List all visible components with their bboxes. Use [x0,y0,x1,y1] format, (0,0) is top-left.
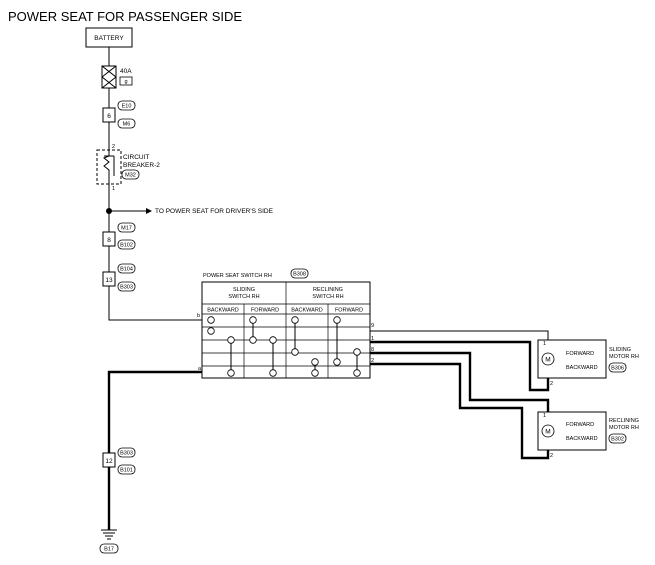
col-reclining-backward: BACKWARD [291,308,323,314]
breaker-label-1: CIRCUIT [123,154,149,161]
pin-6-label: 6 [107,113,111,120]
sliding-motor-forward: FORWARD [566,351,594,357]
sliding-motor-backward: BACKWARD [566,365,598,371]
connector-b102-label: B102 [120,243,133,249]
switch-pin-b: b [197,313,200,319]
breaker-pin-2: 2 [112,144,115,150]
col-sliding-backward: BACKWARD [207,308,239,314]
connector-b308 [290,268,309,279]
reclining-motor-backward: BACKWARD [566,436,598,442]
col-reclining-forward: FORWARD [335,308,363,314]
connector-b303-label: B303 [120,285,133,291]
reclining-motor-pin-2: 2 [550,453,553,459]
connector-b302-label: B302 [611,437,624,443]
reclining-motor-m: M [545,429,550,436]
reclining-switch-label-2: SWITCH RH [312,294,343,300]
reclining-motor-pin-1: 1 [543,413,546,419]
breaker-pin-1: 1 [112,186,115,192]
sliding-motor-label-2: MOTOR RH [609,354,639,360]
ground-icon [101,529,117,540]
connector-m32-label: M32 [125,173,136,179]
sliding-motor-symbol [541,352,555,366]
sliding-motor-label-1: SLIDING [609,347,631,353]
switch-contacts [207,316,361,377]
sliding-motor-pin-1: 1 [543,341,546,347]
connector-b302 [608,433,627,444]
reclining-switch-label-1: RECLINING [313,287,343,293]
connector-e10 [117,100,136,111]
sliding-motor-pin-2: 2 [550,381,553,387]
connector-b102 [117,239,136,250]
switch-pin-9: 9 [371,323,374,329]
reclining-motor-label-2: MOTOR RH [609,425,639,431]
switch-pin-2: 2 [371,358,374,364]
switch-pin-a: a [198,366,202,372]
connector-b104-label: B104 [120,267,133,273]
connector-m32 [121,169,140,180]
reclining-motor-symbol [541,424,555,438]
col-sliding-forward: FORWARD [251,308,279,314]
wire-sw8-recline-motor [370,351,550,418]
reclining-motor-box [537,411,607,451]
connector-m6-label: M6 [123,122,131,128]
connector-b308-label: B308 [293,272,306,278]
connector-b303-lower-label: B303 [120,451,133,457]
connector-b306 [608,362,627,373]
connector-b101 [117,464,136,475]
breaker-label-2: BREAKER-2 [123,162,160,169]
connector-b17-label: B17 [104,547,114,553]
connector-m17 [117,222,136,233]
switch-table [201,281,371,379]
sliding-switch-label-1: SLIDING [233,287,255,293]
connector-b306-label: B306 [611,366,624,372]
connector-e10-label: E10 [122,104,132,110]
pin-13-label: 13 [105,277,113,284]
fuse-id: g [124,79,127,85]
connector-m6 [117,118,136,129]
battery-label: BATTERY [94,35,124,42]
reclining-motor-label-1: RECLINING [609,418,639,424]
wire-switch-a-ground [107,370,202,453]
wire-sw2-recline-motor [370,362,550,460]
connector-b104 [117,263,136,274]
wire-13-switch-b [108,286,202,321]
pin-8-label: 8 [107,237,111,244]
fuse-id-box [119,76,133,86]
page-title: POWER SEAT FOR PASSENGER SIDE [8,9,242,24]
switch-label: POWER SEAT SWITCH RH [203,273,272,279]
wire-sw9-slide-motor [370,330,549,347]
branch-label: TO POWER SEAT FOR DRIVER'S SIDE [155,208,274,215]
fuse-rating: 40A [120,68,132,75]
reclining-motor-forward: FORWARD [566,422,594,428]
sliding-motor-m: M [545,357,550,364]
pin-12-label: 12 [105,458,113,465]
connector-b101-label: B101 [120,468,133,474]
fuse-symbol [101,65,117,89]
connector-b303-lower [117,447,136,458]
sliding-switch-label-2: SWITCH RH [228,294,259,300]
wire-sw1-slide-motor [370,340,550,392]
switch-pin-1: 1 [371,336,374,342]
connector-m17-label: M17 [121,226,132,232]
switch-pin-8: 8 [371,347,374,353]
connector-b17 [99,543,119,554]
circuit-breaker-symbol [96,149,122,185]
branch-arrow [146,208,152,214]
connector-b303 [117,281,136,292]
